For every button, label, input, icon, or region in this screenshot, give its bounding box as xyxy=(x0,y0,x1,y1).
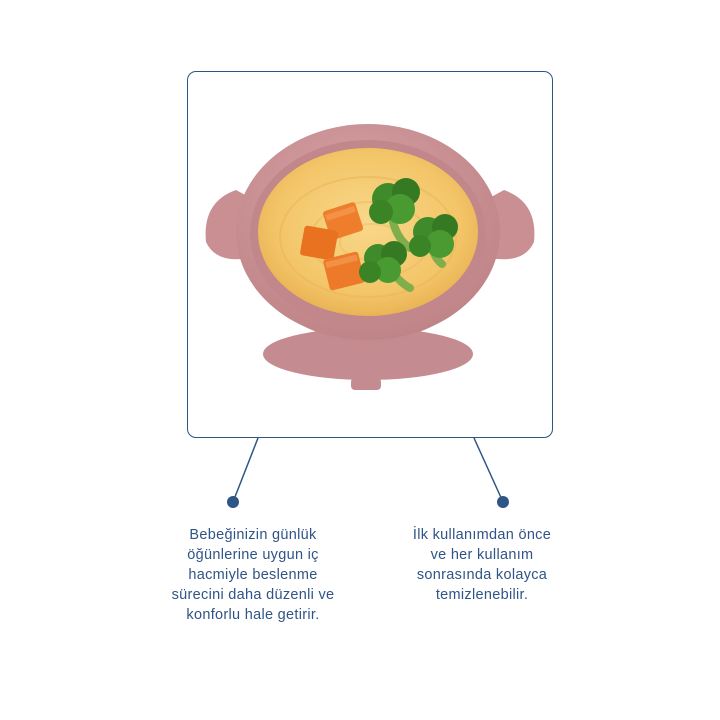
suction-tab xyxy=(351,378,381,390)
connector-dot-left xyxy=(227,496,239,508)
connector-dot-right xyxy=(497,496,509,508)
suction-base xyxy=(263,328,473,380)
connector-line-left xyxy=(232,437,259,503)
caption-capacity: Bebeğinizin günlük öğünlerine uygun iç h… xyxy=(171,527,335,623)
connector-line-right xyxy=(473,437,504,503)
caption-cleaning: İlk kullanımdan önce ve her kullanım son… xyxy=(412,527,552,603)
silicone-bowl-illustration xyxy=(205,124,535,390)
broccoli-florets xyxy=(359,178,458,292)
product-image-frame xyxy=(187,71,553,438)
carrot-cubes xyxy=(300,202,365,291)
